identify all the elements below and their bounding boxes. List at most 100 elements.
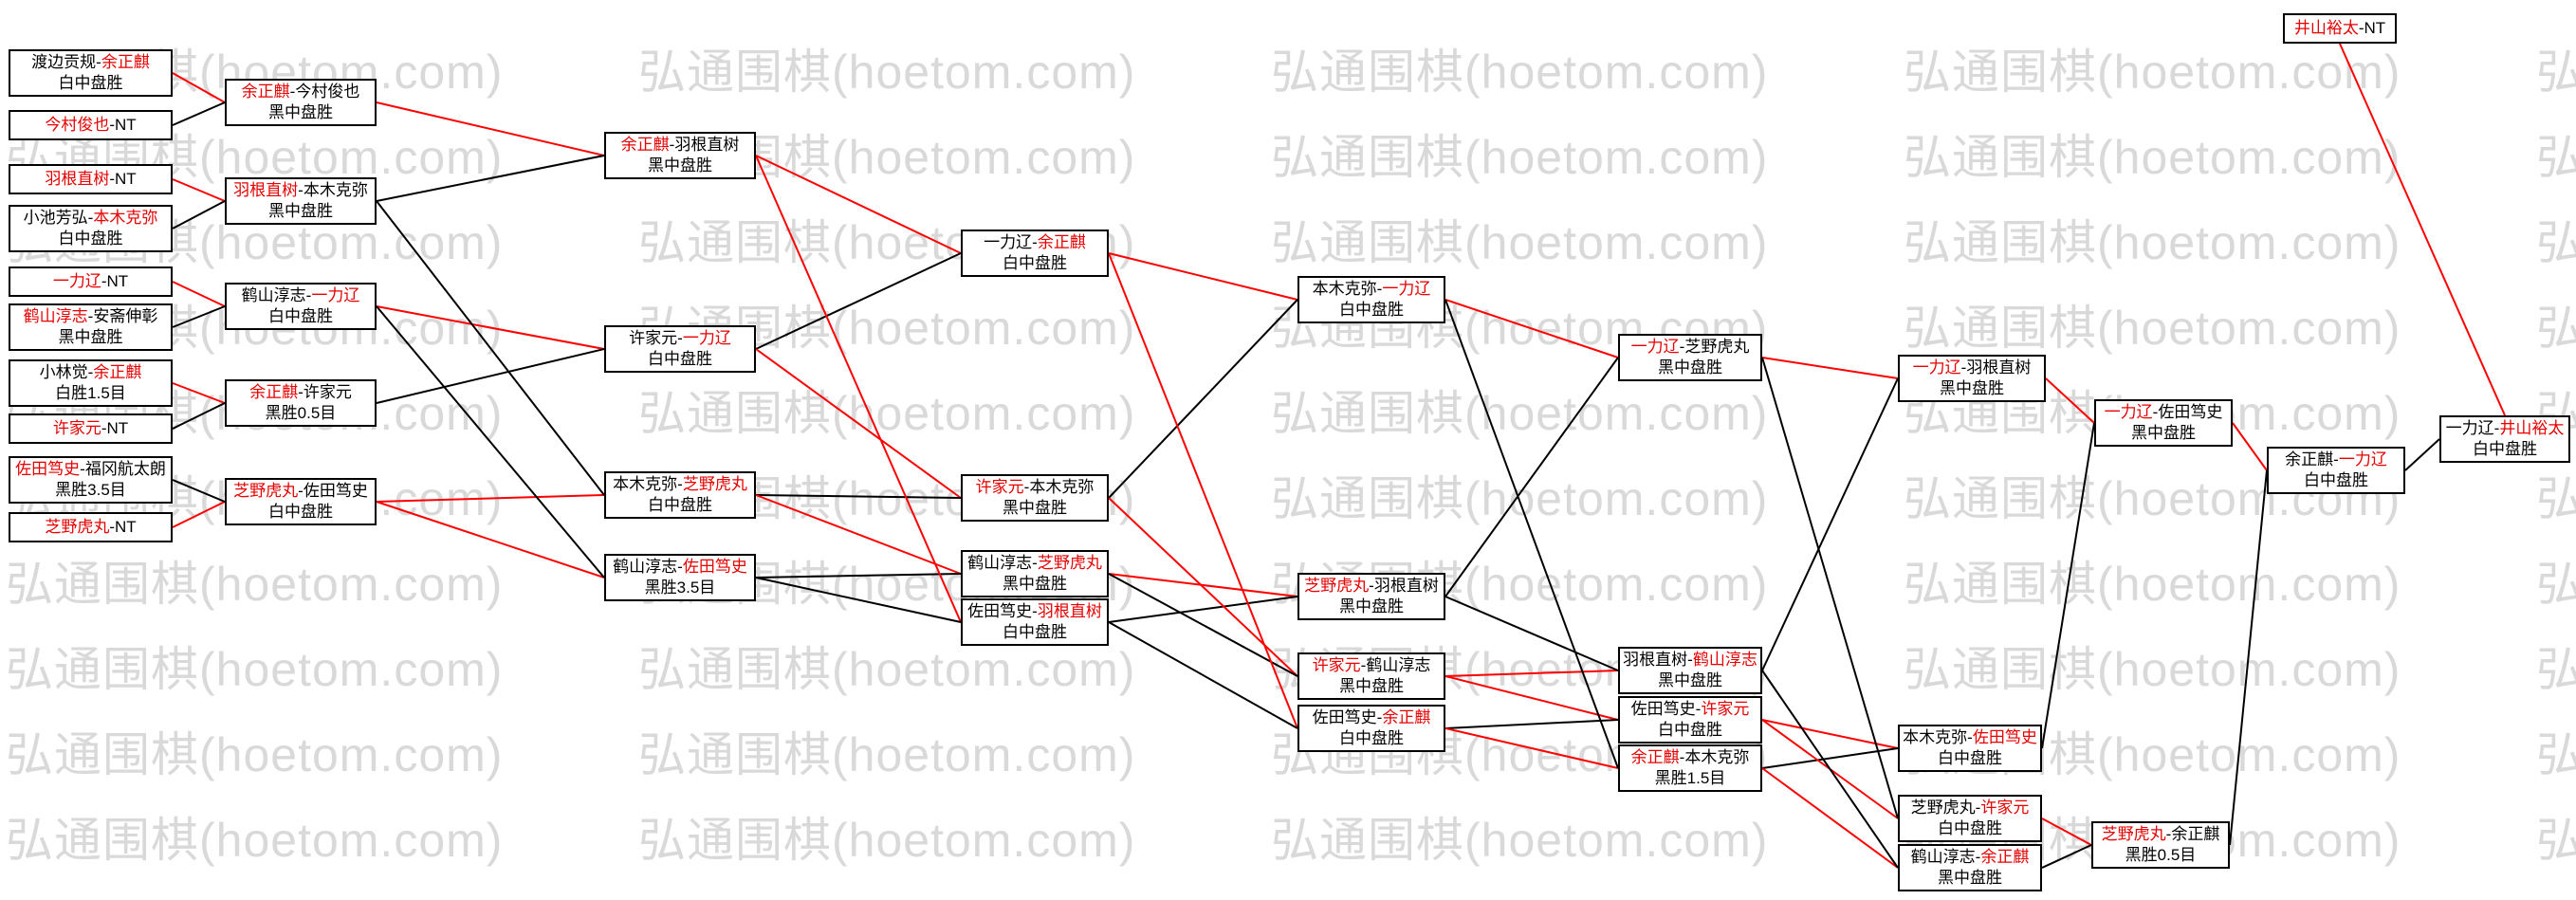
result-text: 黑中盘胜 xyxy=(1658,671,1722,689)
pairing-dash: - xyxy=(1975,799,1981,817)
loser-connector-line xyxy=(2041,422,2095,749)
winner-connector-line xyxy=(1444,670,1619,677)
player-name: 芝野虎丸 xyxy=(1910,799,1976,817)
result-text: 白中盘胜 xyxy=(268,307,333,325)
match-box-i1: 余正麒-一力辽白中盘胜 xyxy=(2267,447,2405,494)
player-name: 许家元 xyxy=(52,419,101,437)
watermark-text: 弘通围棋(hoetom.com) xyxy=(2536,558,2576,611)
pairing-line: 本木克弥-佐田笃史 xyxy=(1903,727,2037,748)
winner-connector-line xyxy=(1108,252,1298,301)
player-name: 余正麒 xyxy=(93,363,142,381)
winner-connector-line xyxy=(1108,252,1298,729)
pairing-line: 佐田笃史-余正麒 xyxy=(1313,707,1431,728)
watermark-text: 弘通围棋(hoetom.com) xyxy=(1271,131,1769,184)
player-name: 一力辽 xyxy=(52,272,101,290)
loser-connector-line xyxy=(172,305,226,328)
watermark-text: 弘通围棋(hoetom.com) xyxy=(1904,302,2401,355)
pairing-line: 井山裕太-NT xyxy=(2294,18,2385,39)
result-text: 白中盘胜 xyxy=(648,350,712,368)
loser-connector-line xyxy=(172,200,226,230)
pairing-line: 小池芳弘-本木克弥 xyxy=(24,208,158,229)
player-name: 佐田笃史 xyxy=(1972,728,2037,746)
result-text: 白中盘胜 xyxy=(648,496,712,514)
player-name: 芝野虎丸 xyxy=(682,475,747,493)
player-name: 芝野虎丸 xyxy=(1037,554,1102,572)
pairing-dash: - xyxy=(1960,358,1967,377)
player-name: 余正麒 xyxy=(1382,708,1431,726)
result-text: 黑中盘胜 xyxy=(1940,379,2004,397)
player-name: 福冈航太朗 xyxy=(84,460,166,478)
pairing-dash: - xyxy=(2358,19,2364,37)
player-name: 余正麒 xyxy=(1980,848,2030,866)
player-name: 羽根直树 xyxy=(1623,651,1688,669)
pairing-line: 余正麒-一力辽 xyxy=(2285,450,2387,470)
player-name: 一力辽 xyxy=(1382,280,1431,298)
winner-connector-line xyxy=(2045,377,2095,424)
result-text: 白中盘胜 xyxy=(1658,721,1722,739)
pairing-line: 许家元-鹤山淳志 xyxy=(1313,655,1431,676)
result-text: 黑胜0.5目 xyxy=(2125,846,2197,864)
pairing-line: 羽根直树-本木克弥 xyxy=(233,180,368,201)
nt-label: NT xyxy=(106,272,129,290)
pairing-line: 一力辽-NT xyxy=(53,271,128,292)
result-text: 黑中盘胜 xyxy=(1339,597,1404,615)
player-name: 许家元 xyxy=(1980,799,2030,817)
loser-connector-line xyxy=(172,402,226,430)
winner-connector-line xyxy=(1761,357,1899,379)
pairing-line: 鹤山淳志-佐田笃史 xyxy=(613,557,747,578)
match-box-a7: 小林觉-余正麒白胜1.5目 xyxy=(9,359,173,407)
loser-connector-line xyxy=(376,305,605,579)
watermark-text: 弘通围棋(hoetom.com) xyxy=(1271,46,1769,99)
match-box-b1: 余正麒-今村俊也黑中盘胜 xyxy=(225,79,377,126)
match-box-iy: 井山裕太-NT xyxy=(2283,13,2397,44)
match-box-g2: 本木克弥-佐田笃史白中盘胜 xyxy=(1898,725,2042,772)
match-box-a8: 许家元-NT xyxy=(9,413,173,444)
player-name: 余正麒 xyxy=(1037,233,1086,251)
pairing-dash: - xyxy=(80,460,85,478)
player-name: 本木克弥 xyxy=(1903,728,1968,746)
pairing-line: 羽根直树-NT xyxy=(45,169,136,190)
nt-label: NT xyxy=(115,116,137,134)
match-box-e2: 芝野虎丸-羽根直树黑中盘胜 xyxy=(1297,573,1445,620)
match-box-c3: 本木克弥-芝野虎丸白中盘胜 xyxy=(604,471,756,519)
pairing-dash: - xyxy=(1376,708,1383,726)
player-name: 井山裕太 xyxy=(2499,419,2565,437)
pairing-dash: - xyxy=(109,518,115,536)
watermark-text: 弘通围棋(hoetom.com) xyxy=(638,728,1136,781)
watermark-text: 弘通围棋(hoetom.com) xyxy=(638,643,1136,696)
watermark-text: 弘通围棋(hoetom.com) xyxy=(1904,216,2401,269)
match-box-a9: 佐田笃史-福冈航太朗黑胜3.5目 xyxy=(9,456,173,504)
pairing-dash: - xyxy=(677,558,683,576)
result-text: 白中盘胜 xyxy=(268,503,333,521)
winner-connector-line xyxy=(172,382,226,404)
loser-connector-line xyxy=(1108,573,1298,677)
player-name: 小池芳弘 xyxy=(23,209,88,227)
match-box-d3: 鹤山淳志-芝野虎丸黑中盘胜 xyxy=(961,550,1109,597)
loser-connector-line xyxy=(755,577,962,623)
result-text: 白中盘胜 xyxy=(58,230,123,248)
pairing-dash: - xyxy=(2152,403,2159,421)
watermark-text: 弘通围棋(hoetom.com) xyxy=(2536,302,2576,355)
watermark-text: 弘通围棋(hoetom.com) xyxy=(2536,728,2576,781)
nt-label: NT xyxy=(2364,19,2386,37)
result-text: 白中盘胜 xyxy=(1938,749,2002,767)
match-box-a10: 芝野虎丸-NT xyxy=(9,512,173,542)
match-box-c1: 余正麒-羽根直树黑中盘胜 xyxy=(604,132,756,179)
winner-connector-line xyxy=(755,155,962,623)
result-text: 黑中盘胜 xyxy=(268,202,333,220)
result-text: 黑中盘胜 xyxy=(58,328,123,346)
match-box-e3: 许家元-鹤山淳志黑中盘胜 xyxy=(1297,652,1445,700)
player-name: 鹤山淳志 xyxy=(613,558,678,576)
pairing-line: 芝野虎丸-佐田笃史 xyxy=(233,481,368,502)
player-name: 余正麒 xyxy=(241,83,290,101)
player-name: 本木克弥 xyxy=(1684,748,1750,766)
winner-connector-line xyxy=(2339,43,2506,416)
pairing-line: 一力辽-井山裕太 xyxy=(2446,418,2565,439)
player-name: 一力辽 xyxy=(311,286,360,304)
pairing-dash: - xyxy=(1679,748,1685,766)
result-text: 白胜1.5目 xyxy=(55,384,126,402)
player-name: 芝野虎丸 xyxy=(1684,338,1750,356)
player-name: 许家元 xyxy=(1701,700,1750,718)
loser-connector-line xyxy=(172,101,226,126)
